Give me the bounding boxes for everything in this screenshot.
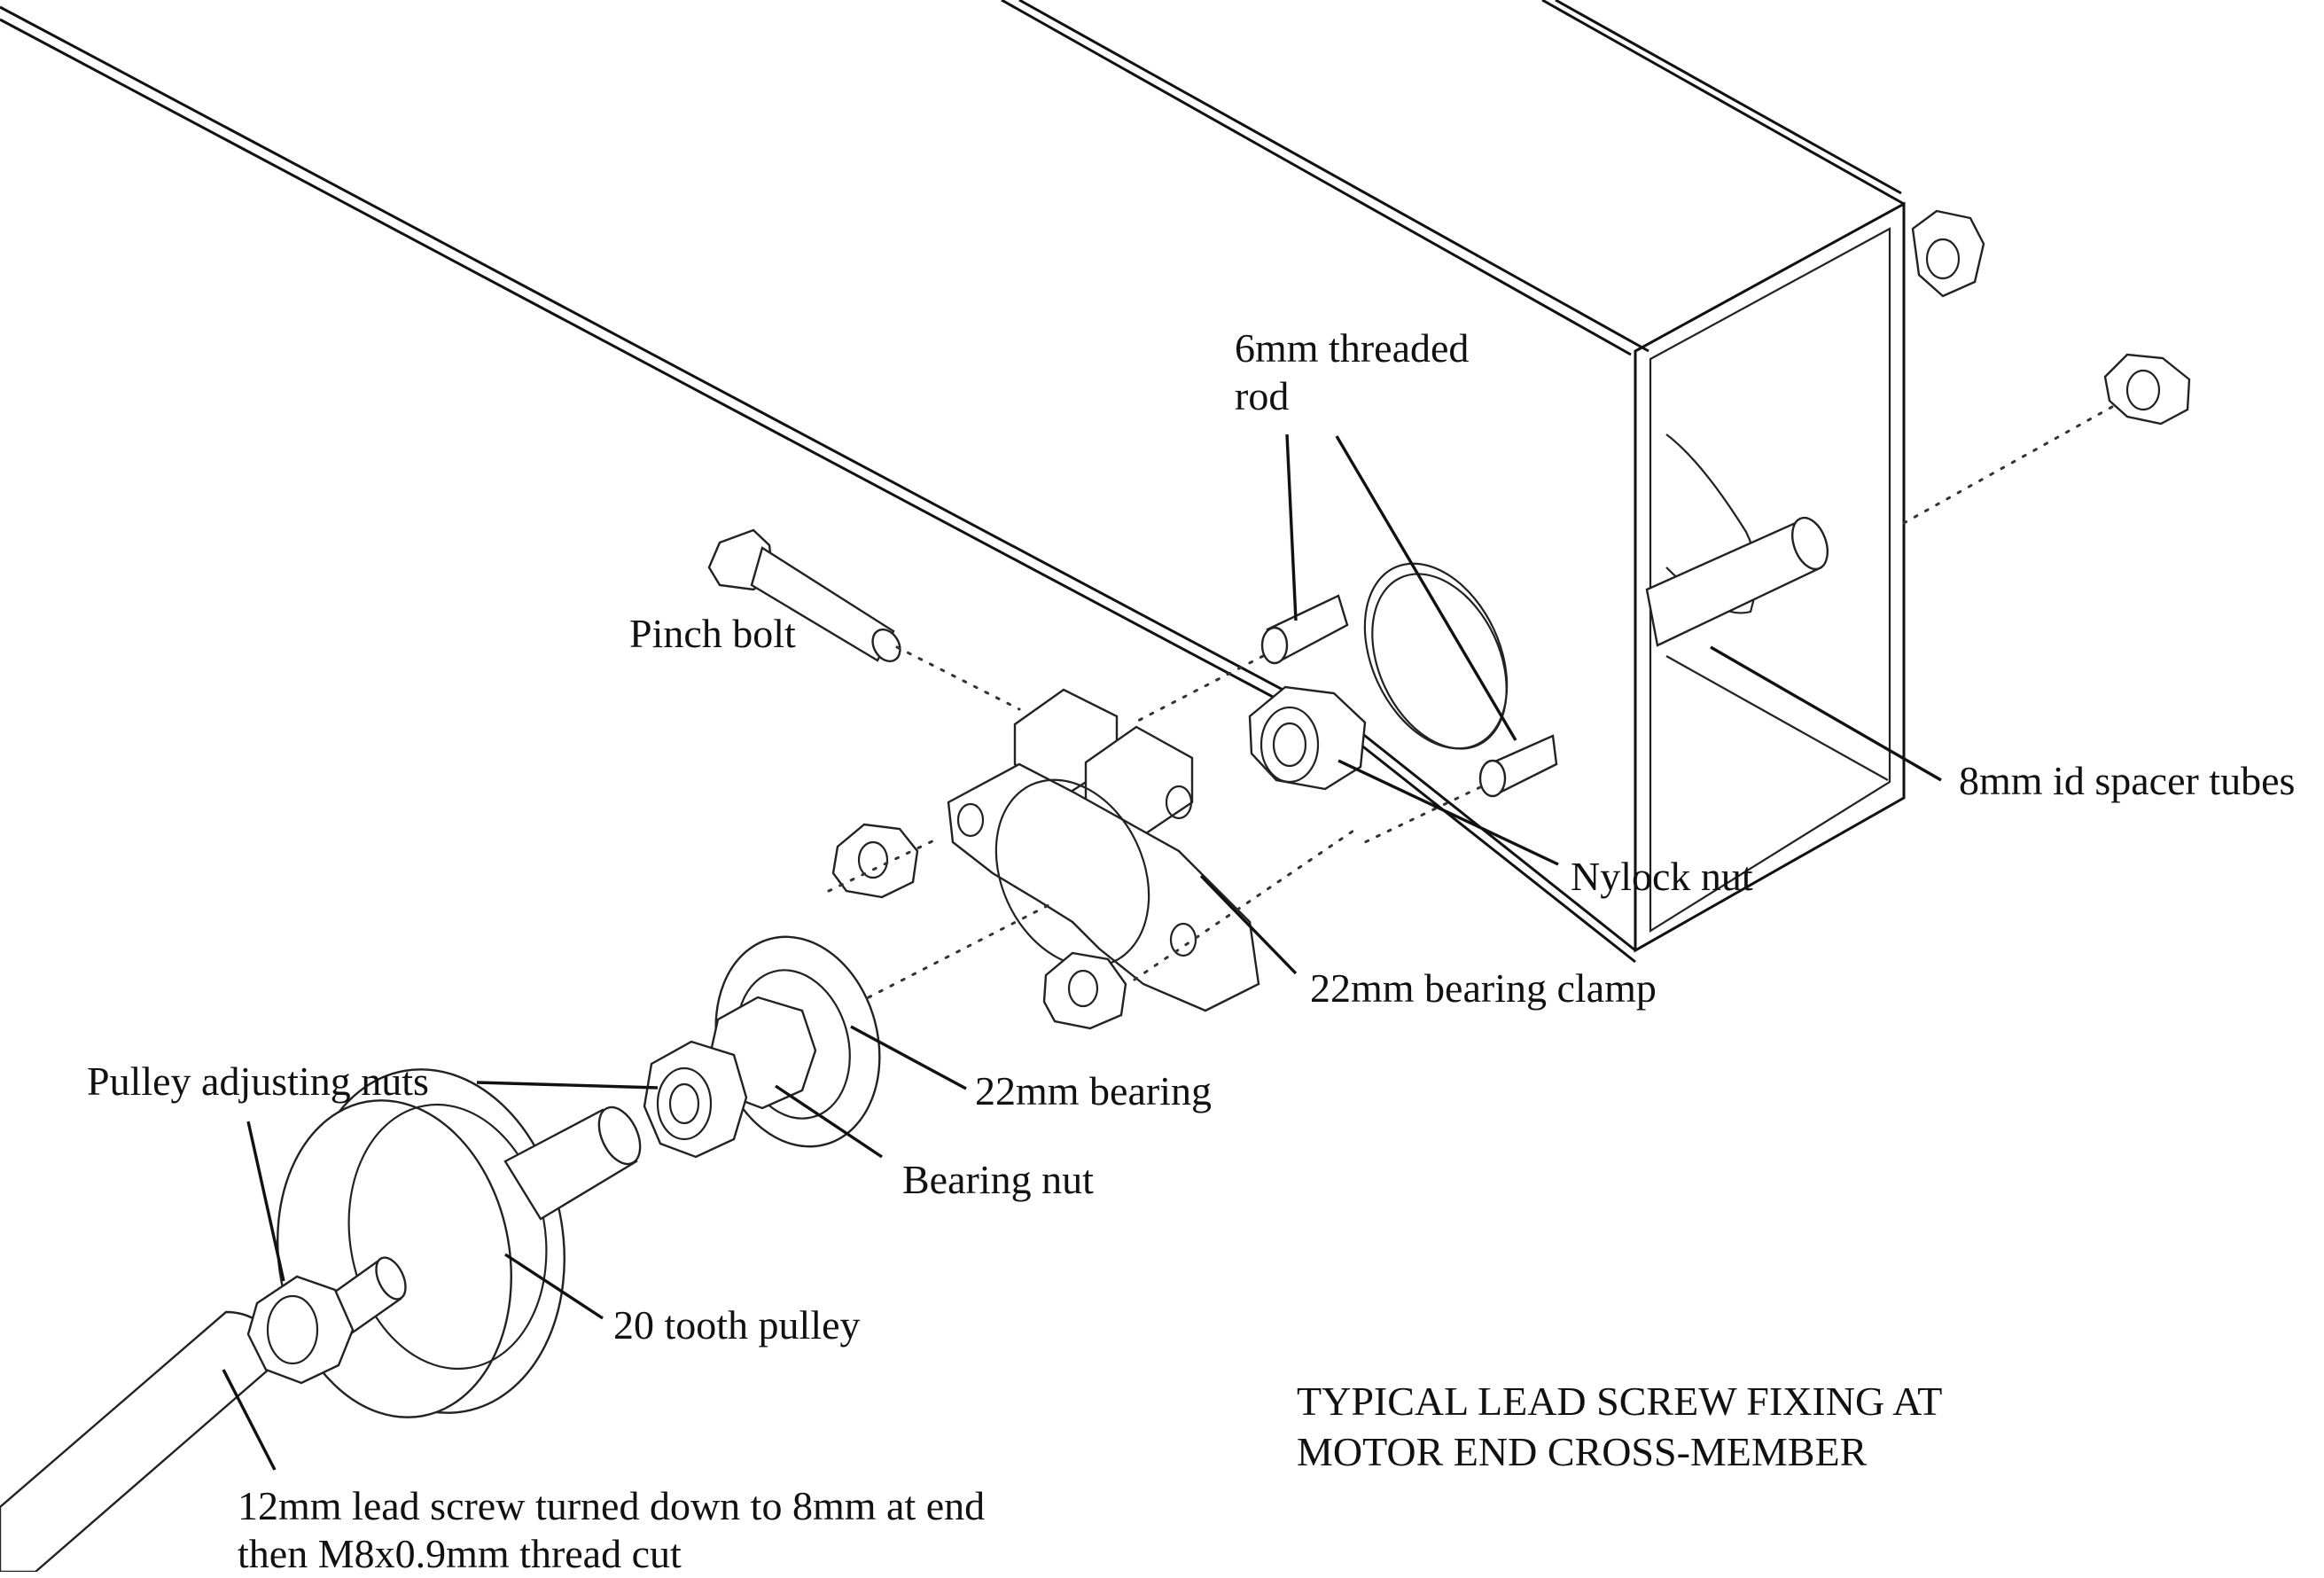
label-pulley-adjusting-nuts: Pulley adjusting nuts [87,1059,429,1104]
label-bearing: 22mm bearing [975,1068,1212,1113]
caption-line2: MOTOR END CROSS-MEMBER [1297,1429,1868,1474]
nylock-nut [1248,685,1367,791]
label-threaded-rod-line1: 6mm threaded [1235,325,1470,371]
label-spacer-tubes: 8mm id spacer tubes [1959,758,2296,803]
label-pinch-bolt: Pinch bolt [629,611,796,656]
pinch-bolt [707,528,1021,711]
label-lead-screw-line1: 12mm lead screw turned down to 8mm at en… [238,1483,986,1528]
box-hole [1363,562,1509,750]
lead-screw [0,1275,355,1574]
label-threaded-rod-line2: rod [1235,373,1290,418]
label-bearing-nut: Bearing nut [902,1157,1094,1202]
bearing-clamp [947,688,1260,1012]
threaded-rods [1133,594,1558,844]
label-pulley: 20 tooth pulley [613,1302,861,1348]
label-lead-screw-line2: then M8x0.9mm thread cut [238,1531,682,1576]
bearing-nuts [643,996,817,1159]
caption-line1: TYPICAL LEAD SCREW FIXING AT [1297,1379,1943,1424]
cross-member-tube [0,0,1906,964]
clamp-nuts [827,823,1358,1030]
nylock-nuts-right [1902,209,2191,525]
label-nylock-nut: Nylock nut [1571,854,1753,899]
label-bearing-clamp: 22mm bearing clamp [1310,965,1657,1011]
leader-lines [222,434,1942,1471]
